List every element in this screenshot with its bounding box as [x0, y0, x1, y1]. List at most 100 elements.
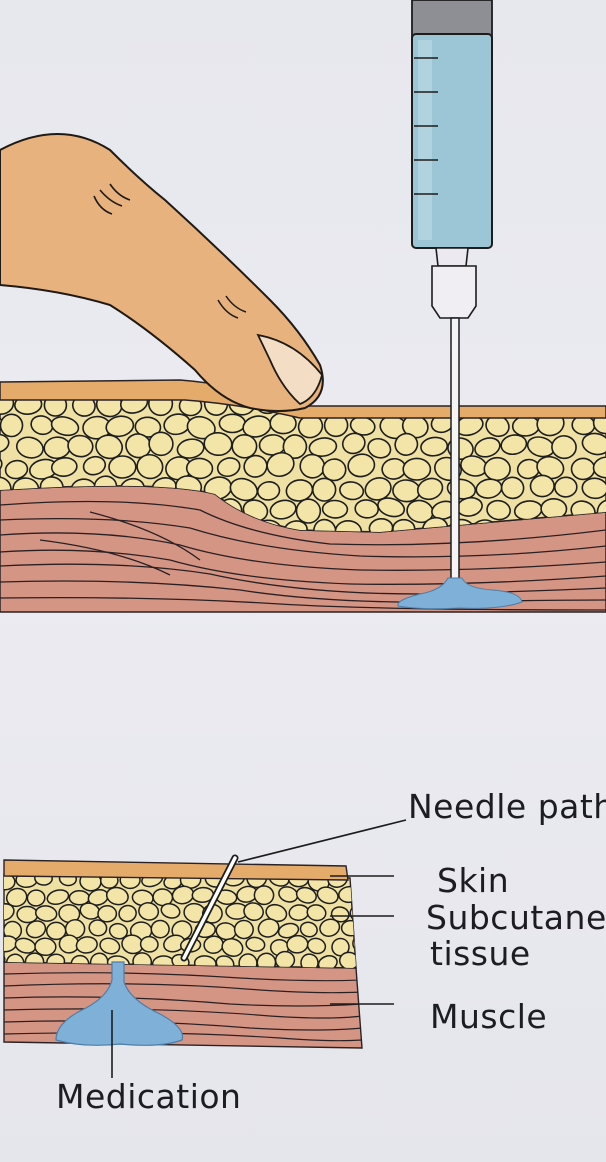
fat-cell — [339, 481, 365, 501]
fat-cell — [392, 518, 416, 532]
fat-cell — [351, 874, 356, 889]
fat-cell — [4, 952, 6, 968]
fat-cell — [362, 921, 380, 940]
medication-deposit-bottom — [55, 961, 184, 1046]
fat-cell — [486, 499, 511, 521]
finger — [0, 133, 324, 412]
fat-cell — [148, 431, 174, 457]
fat-cell — [312, 477, 337, 502]
fat-cell — [4, 459, 29, 480]
fat-cell — [4, 874, 16, 891]
fat-cell — [416, 477, 444, 501]
fat-cell — [352, 934, 356, 953]
fat-cell — [160, 903, 181, 919]
fat-cell — [529, 474, 555, 498]
fat-cell — [306, 904, 327, 922]
label-needle-path: Needle path — [408, 787, 606, 826]
fat-cell — [581, 432, 606, 456]
fat-cell — [321, 458, 347, 482]
leader-lines — [111, 819, 407, 1078]
label-muscle: Muscle — [430, 997, 548, 1036]
fat-cell — [34, 937, 57, 957]
fat-cell — [277, 922, 300, 939]
fat-cell — [97, 905, 118, 923]
fat-cell — [75, 936, 98, 954]
fat-cell — [243, 902, 264, 922]
fat-cell — [25, 920, 47, 939]
fat-cell — [500, 476, 525, 500]
fat-cell — [0, 433, 10, 454]
fat-cell — [150, 919, 170, 939]
fat-cell — [136, 453, 164, 480]
fat-cell — [186, 415, 216, 440]
fat-cell — [231, 433, 258, 459]
fat-cell — [500, 434, 528, 456]
fat-cell — [347, 453, 376, 478]
fat-cell — [118, 904, 137, 923]
fat-cell — [108, 922, 128, 940]
fat-cell — [299, 921, 318, 938]
fat-cell — [295, 886, 317, 904]
fat-cell — [570, 457, 596, 481]
fat-cell — [377, 497, 406, 518]
medication-deposit-top — [397, 577, 523, 610]
fat-cell — [367, 437, 392, 459]
fat-cell — [402, 457, 432, 481]
fat-cell — [551, 435, 577, 460]
fat-cell — [105, 415, 135, 438]
fat-cell — [82, 455, 107, 476]
fat-cell — [340, 919, 356, 937]
fat-cell — [148, 398, 174, 417]
fat-cell — [363, 887, 385, 906]
fat-cell — [95, 434, 124, 460]
fat-cell — [392, 479, 421, 503]
label-tissue: tissue — [430, 934, 531, 973]
fat-cell — [218, 413, 247, 434]
fat-cell — [105, 886, 129, 906]
fat-cell — [26, 889, 46, 907]
fat-cell — [108, 455, 137, 479]
fat-cell — [354, 499, 379, 519]
fat-cell — [185, 457, 214, 480]
fat-cell — [0, 885, 3, 904]
fat-cell — [474, 437, 501, 458]
fat-cell — [0, 398, 15, 416]
fat-cell — [362, 953, 382, 969]
fat-cell — [341, 432, 366, 455]
fat-cell — [554, 476, 578, 498]
label-subcutaneous: Subcutaneo — [426, 898, 606, 937]
needle-path-line — [180, 854, 239, 962]
fat-cell — [317, 955, 338, 968]
fat-cell — [0, 455, 3, 476]
fat-cell — [46, 889, 70, 905]
fat-cell — [269, 499, 297, 520]
fat-cell — [483, 456, 511, 482]
fat-cell — [34, 905, 58, 922]
fat-cell — [295, 498, 322, 524]
fat-cell — [306, 937, 327, 955]
fat-cell — [0, 413, 24, 438]
needle-path-leader — [237, 819, 407, 863]
fat-cell — [15, 436, 44, 459]
fat-cell — [338, 951, 356, 968]
fat-cell — [331, 937, 350, 957]
fat-cell — [0, 918, 3, 937]
fat-cell — [88, 919, 108, 937]
label-skin: Skin — [437, 861, 510, 900]
fat-cell — [221, 938, 244, 957]
fat-cell — [216, 457, 241, 478]
fat-cell — [245, 936, 266, 952]
fat-cell — [394, 432, 419, 456]
fat-cell — [321, 499, 349, 519]
fat-cell — [50, 457, 78, 477]
skin-layer-bottom — [3, 859, 349, 881]
syringe — [411, 0, 493, 587]
fat-cell — [4, 903, 15, 922]
fat-cell — [256, 481, 281, 501]
fat-cell — [420, 436, 449, 457]
fat-cell — [266, 451, 295, 478]
fat-cell — [257, 918, 280, 938]
fat-cell — [286, 934, 309, 954]
fat-cell — [138, 902, 160, 921]
